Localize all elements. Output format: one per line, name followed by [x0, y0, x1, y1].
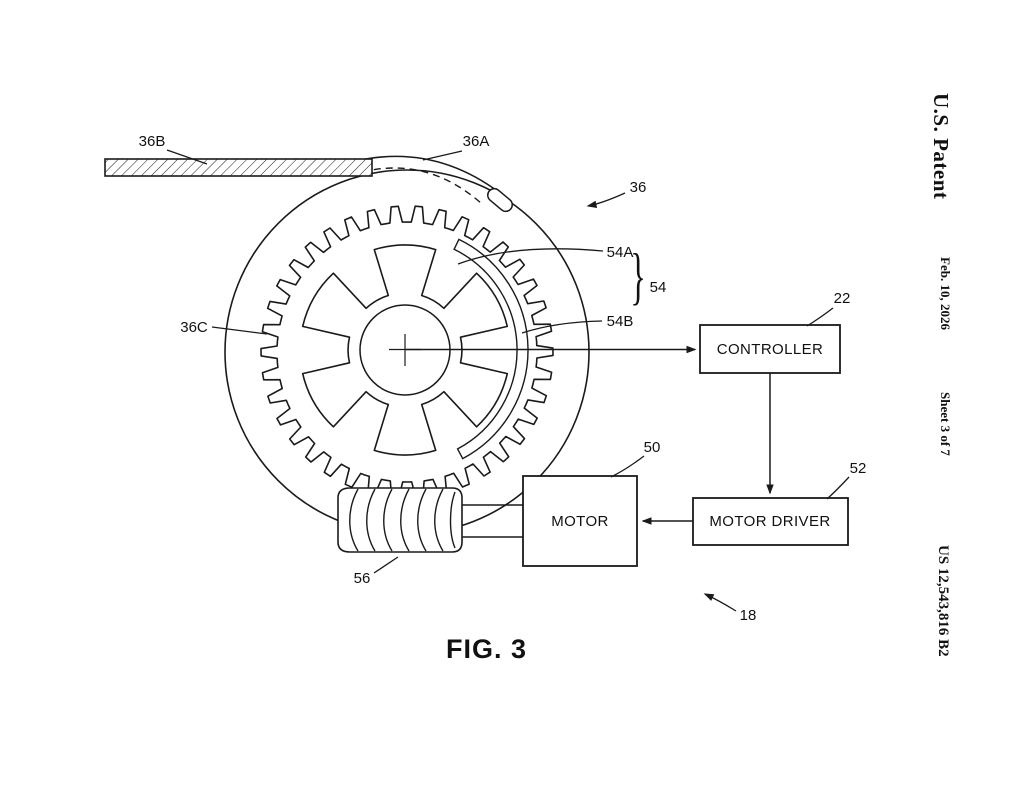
ref-22: 22 [834, 290, 851, 307]
ref-52: 52 [850, 460, 867, 477]
leader-50 [610, 455, 645, 478]
ref-36A: 36A [463, 133, 490, 150]
strap-end-detent [487, 187, 513, 213]
ref-54B: 54B [607, 313, 634, 330]
leader-52 [826, 476, 850, 500]
leader-54A [457, 248, 604, 265]
worm-gear-body [337, 487, 463, 553]
motor-label: MOTOR [551, 513, 609, 530]
leader-36-arrow [586, 192, 626, 208]
motor-box [522, 475, 638, 567]
leader-36B [166, 149, 208, 165]
ref-54A: 54A [607, 244, 634, 261]
leader-36A [422, 150, 463, 161]
figure-caption: FIG. 3 [446, 634, 528, 664]
worm-gear-threads [349, 488, 456, 552]
patent-publication-number: US 12,543,816 B2 [935, 545, 951, 657]
patent-sheet-number: Sheet 3 of 7 [938, 392, 953, 456]
patent-date: Feb. 10, 2026 [938, 257, 953, 330]
ref-54: 54 [650, 279, 667, 296]
patent-title: U.S. Patent [929, 93, 953, 200]
motor-driver-label: MOTOR DRIVER [709, 513, 830, 530]
leader-18-arrow [703, 593, 737, 612]
ref-56: 56 [354, 570, 371, 587]
ref-18: 18 [740, 607, 757, 624]
leader-54B [521, 320, 603, 334]
motor-driver-box [692, 497, 849, 546]
friction-band [453, 238, 529, 460]
ref-36B: 36B [139, 133, 166, 150]
brace-54: } [630, 240, 645, 311]
controller-label: CONTROLLER [717, 341, 824, 358]
strap-curve-dashed [361, 167, 483, 205]
strap-curve [351, 155, 501, 194]
leader-36C [211, 326, 268, 335]
leader-22 [806, 307, 834, 327]
ref-36C: 36C [180, 319, 208, 336]
leader-lines [166, 149, 850, 612]
leader-56 [373, 556, 399, 574]
ref-36: 36 [630, 179, 647, 196]
anchor-bar [104, 158, 373, 177]
ref-50: 50 [644, 439, 661, 456]
